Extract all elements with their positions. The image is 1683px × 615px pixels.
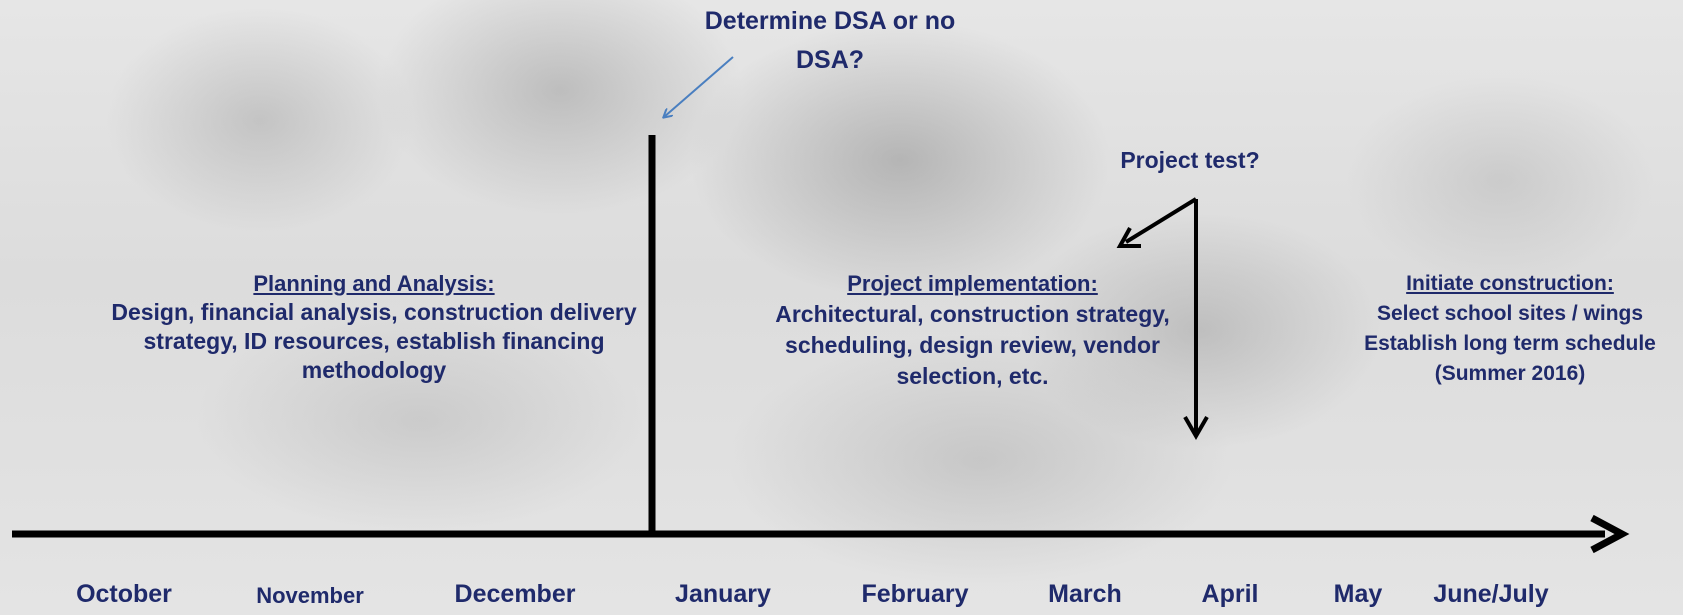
- month-label-december: December: [454, 580, 576, 608]
- month-label-march: March: [1048, 580, 1122, 608]
- month-label-june-july: June/July: [1433, 580, 1549, 608]
- phase-construction-line-3: (Summer 2016): [1434, 362, 1586, 385]
- month-label-october: October: [76, 580, 172, 608]
- project-test-arrow-left: [1124, 197, 1198, 244]
- phase-construction-heading: Initiate construction:: [1406, 272, 1614, 295]
- phase-planning-body: Design, financial analysis, construction…: [111, 299, 637, 383]
- timeline-arrowhead: [1590, 514, 1630, 554]
- month-label-january: January: [675, 580, 771, 608]
- phase-implementation: Project implementation: Architectural, c…: [745, 268, 1200, 392]
- month-label-november: November: [256, 583, 364, 608]
- month-label-february: February: [861, 580, 969, 608]
- month-label-may: May: [1333, 580, 1383, 608]
- project-test-arrow-down-head: [1183, 415, 1209, 440]
- project-test-label: Project test?: [1120, 147, 1260, 173]
- phase-construction: Initiate construction: Select school sit…: [1330, 269, 1683, 389]
- phase-planning: Planning and Analysis: Design, financial…: [100, 269, 648, 385]
- dsa-pointer-arrow: [664, 56, 734, 117]
- phase-construction-line-1: Select school sites / wings: [1376, 302, 1644, 325]
- phase-implementation-heading: Project implementation:: [847, 271, 1098, 296]
- month-label-april: April: [1201, 580, 1259, 608]
- phase-implementation-body: Architectural, construction strategy, sc…: [775, 301, 1170, 389]
- dsa-question-label: Determine DSA or no DSA?: [704, 7, 956, 74]
- phase-planning-heading: Planning and Analysis:: [253, 271, 495, 296]
- project-test-arrow-left-head: [1116, 227, 1141, 248]
- phase-construction-line-2: Establish long term schedule: [1364, 332, 1656, 355]
